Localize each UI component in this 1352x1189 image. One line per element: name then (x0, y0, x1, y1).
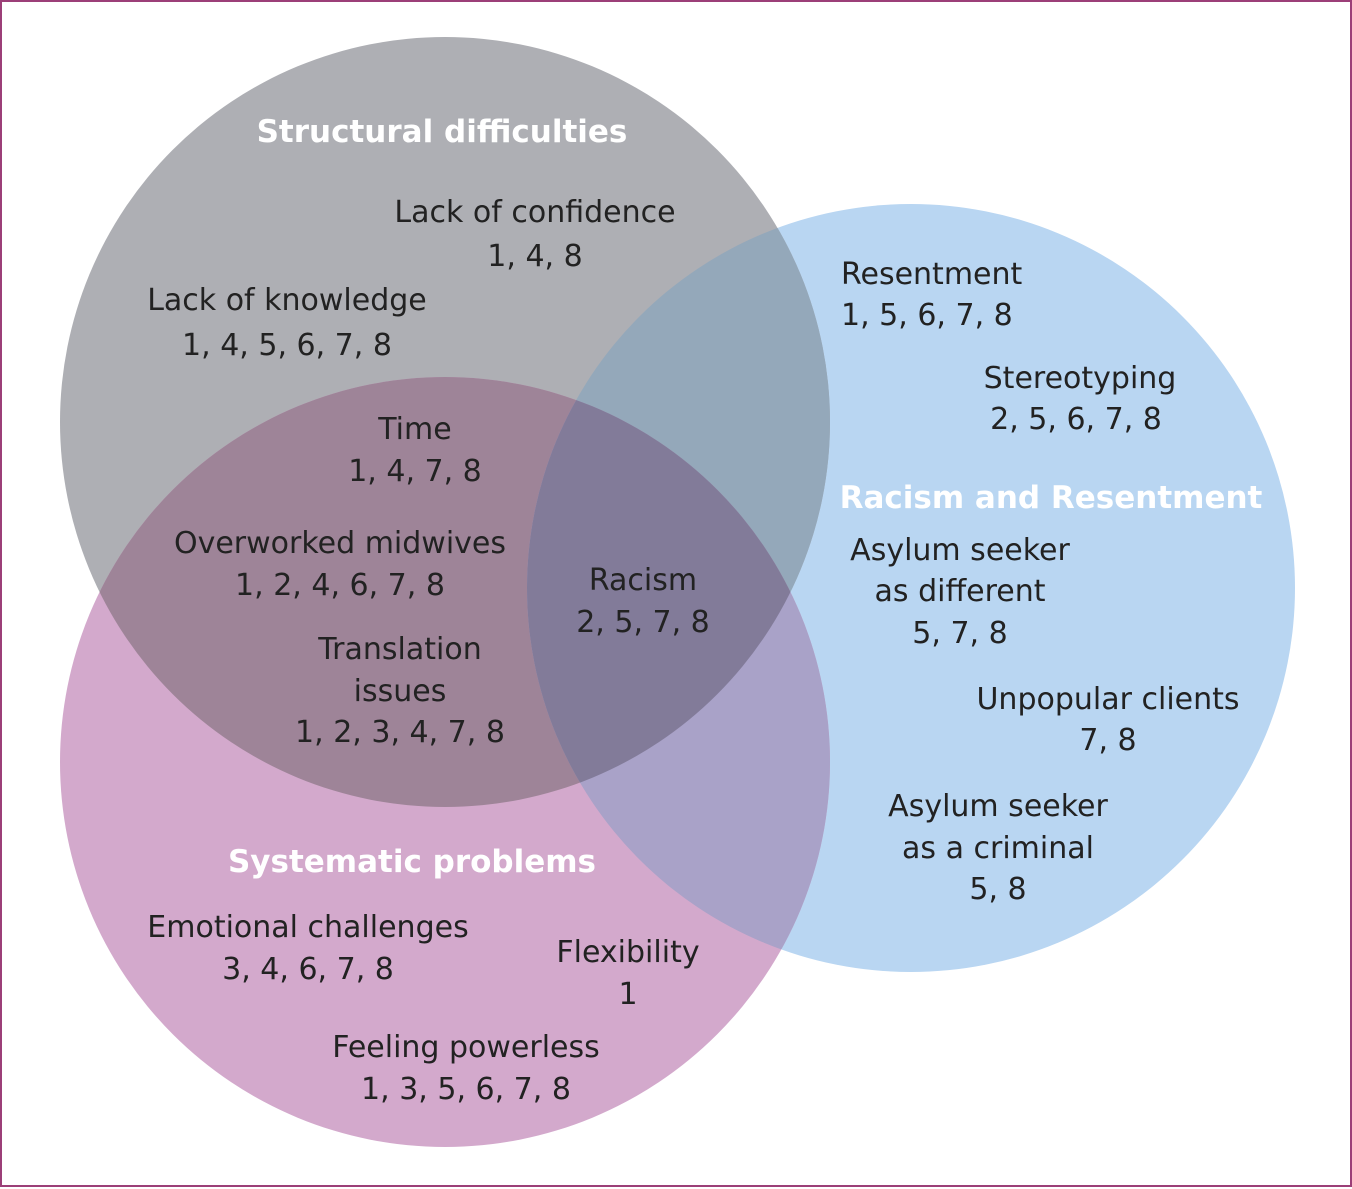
item-refs: 1, 3, 5, 6, 7, 8 (361, 1072, 571, 1107)
item-label: Lack of confidence (394, 195, 675, 230)
title-systematic-problems: Systematic problems (228, 844, 596, 880)
item-label: Unpopular clients (976, 682, 1239, 717)
item-translation-issues: Translation issues 1, 2, 3, 4, 7, 8 (295, 632, 505, 750)
item-label: Resentment (841, 257, 1023, 292)
item-unpopular-clients: Unpopular clients 7, 8 (976, 682, 1239, 758)
item-label-line2: as different (875, 574, 1046, 609)
item-label-line2: as a criminal (902, 831, 1094, 866)
item-refs: 2, 5, 7, 8 (576, 605, 710, 640)
title-structural-difficulties: Structural difficulties (257, 114, 628, 150)
item-label: Racism (589, 563, 697, 598)
item-refs: 1, 4, 8 (487, 239, 582, 274)
item-refs: 1, 2, 3, 4, 7, 8 (295, 715, 505, 750)
item-resentment: Resentment 1, 5, 6, 7, 8 (841, 257, 1023, 333)
item-emotional-challenges: Emotional challenges 3, 4, 6, 7, 8 (147, 910, 468, 987)
item-refs: 3, 4, 6, 7, 8 (222, 952, 394, 987)
item-refs: 7, 8 (1079, 723, 1136, 758)
item-refs: 1, 2, 4, 6, 7, 8 (235, 568, 445, 603)
item-label-line1: Asylum seeker (888, 789, 1108, 824)
item-asylum-seeker-as-a-criminal: Asylum seeker as a criminal 5, 8 (888, 789, 1108, 907)
item-stereotyping: Stereotyping 2, 5, 6, 7, 8 (984, 361, 1177, 437)
item-label: Flexibility (556, 935, 699, 970)
item-refs: 5, 7, 8 (912, 616, 1007, 651)
item-racism: Racism 2, 5, 7, 8 (576, 563, 710, 640)
item-label-line1: Asylum seeker (850, 533, 1070, 568)
item-lack-of-knowledge: Lack of knowledge 1, 4, 5, 6, 7, 8 (147, 283, 427, 363)
item-refs: 1, 4, 5, 6, 7, 8 (182, 328, 392, 363)
item-label-line2: issues (354, 674, 447, 709)
item-flexibility: Flexibility 1 (556, 935, 699, 1012)
item-feeling-powerless: Feeling powerless 1, 3, 5, 6, 7, 8 (332, 1030, 600, 1107)
item-label: Lack of knowledge (147, 283, 427, 318)
item-asylum-seeker-as-different: Asylum seeker as different 5, 7, 8 (850, 533, 1070, 651)
title-racism-and-resentment: Racism and Resentment (840, 480, 1263, 516)
item-refs: 2, 5, 6, 7, 8 (990, 402, 1162, 437)
item-refs: 1, 4, 7, 8 (348, 454, 482, 489)
item-label: Feeling powerless (332, 1030, 600, 1065)
item-label: Overworked midwives (174, 526, 506, 561)
item-label: Stereotyping (984, 361, 1177, 396)
item-time: Time 1, 4, 7, 8 (348, 412, 482, 489)
item-label: Emotional challenges (147, 910, 468, 945)
item-refs: 1 (618, 977, 637, 1012)
item-lack-of-confidence: Lack of confidence 1, 4, 8 (394, 195, 675, 274)
item-refs: 5, 8 (969, 872, 1026, 907)
item-label: Time (377, 412, 451, 447)
item-label-line1: Translation (317, 632, 481, 667)
item-overworked-midwives: Overworked midwives 1, 2, 4, 6, 7, 8 (174, 526, 506, 603)
item-refs: 1, 5, 6, 7, 8 (841, 298, 1013, 333)
